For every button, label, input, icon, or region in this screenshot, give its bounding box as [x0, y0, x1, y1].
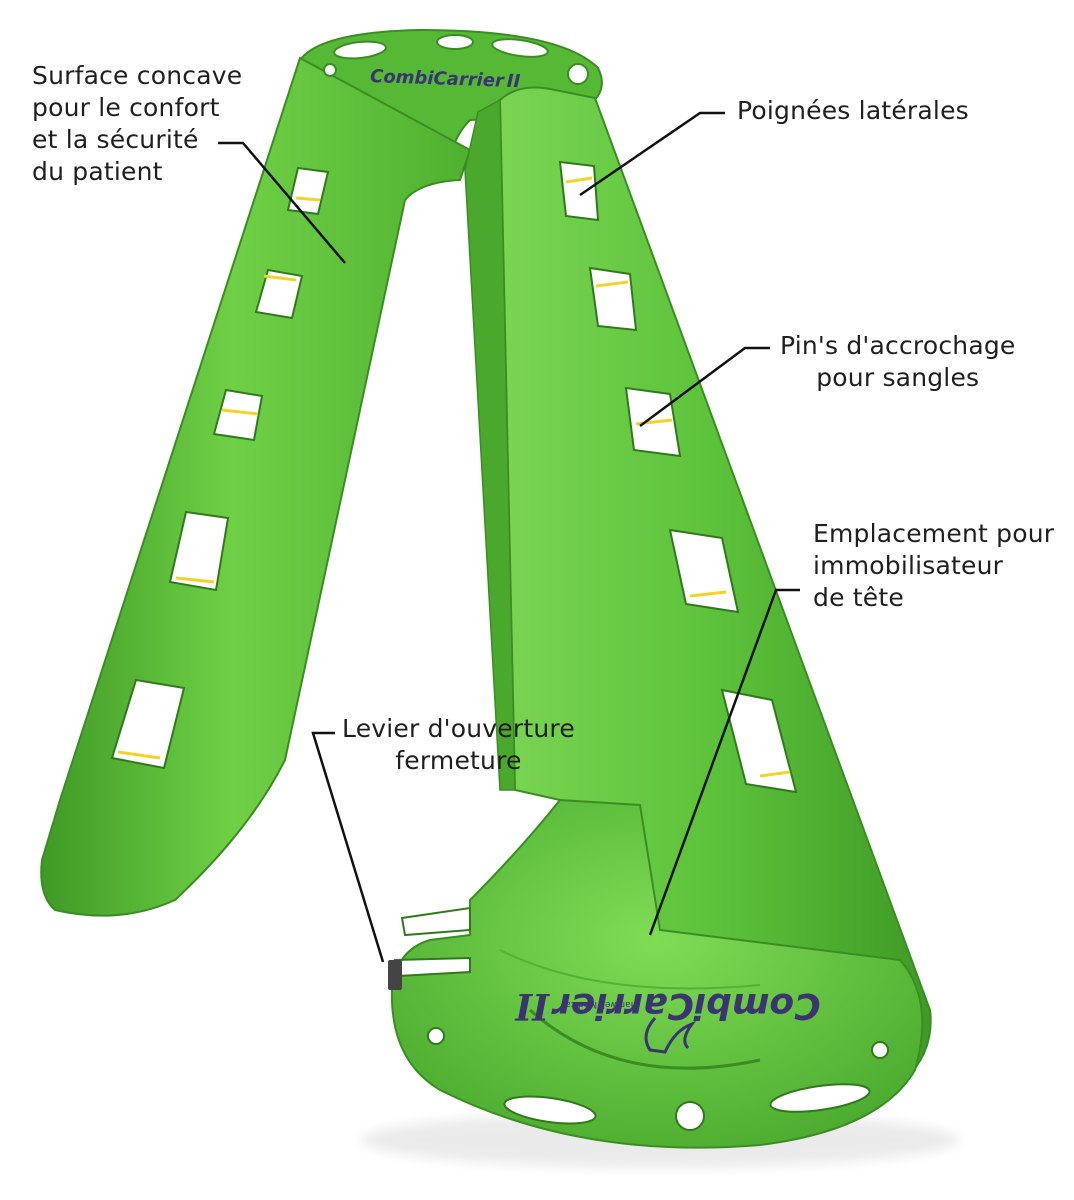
leader-surface	[218, 141, 346, 264]
brand-logo-mark	[644, 1017, 697, 1054]
leader-lines	[218, 111, 800, 963]
label-lever: Levier d'ouverture fermeture	[342, 714, 575, 775]
head-piece: CombiCarrierII Hartwell Medical	[388, 798, 924, 1149]
leader-pins	[639, 346, 770, 428]
head-brand-text: CombiCarrierII	[514, 985, 820, 1027]
left-strap-pins	[117, 196, 321, 760]
right-handle-slots	[558, 160, 798, 794]
leader-lever	[311, 731, 385, 963]
label-side-handles: Poignées latérales	[737, 96, 969, 125]
leader-head	[648, 588, 800, 936]
label-concave-surface: Surface concave pour le confort et la sé…	[32, 61, 243, 186]
label-head-immobilizer: Emplacement pour immobilisateur de tête	[813, 519, 1055, 612]
left-handle-slots	[110, 166, 330, 770]
leader-handles	[579, 111, 725, 197]
label-strap-pins: Pin's d'accrochage pour sangles	[780, 331, 1016, 392]
brand-maker-text: Hartwell Medical	[563, 999, 638, 1009]
head-plate	[390, 798, 924, 1149]
